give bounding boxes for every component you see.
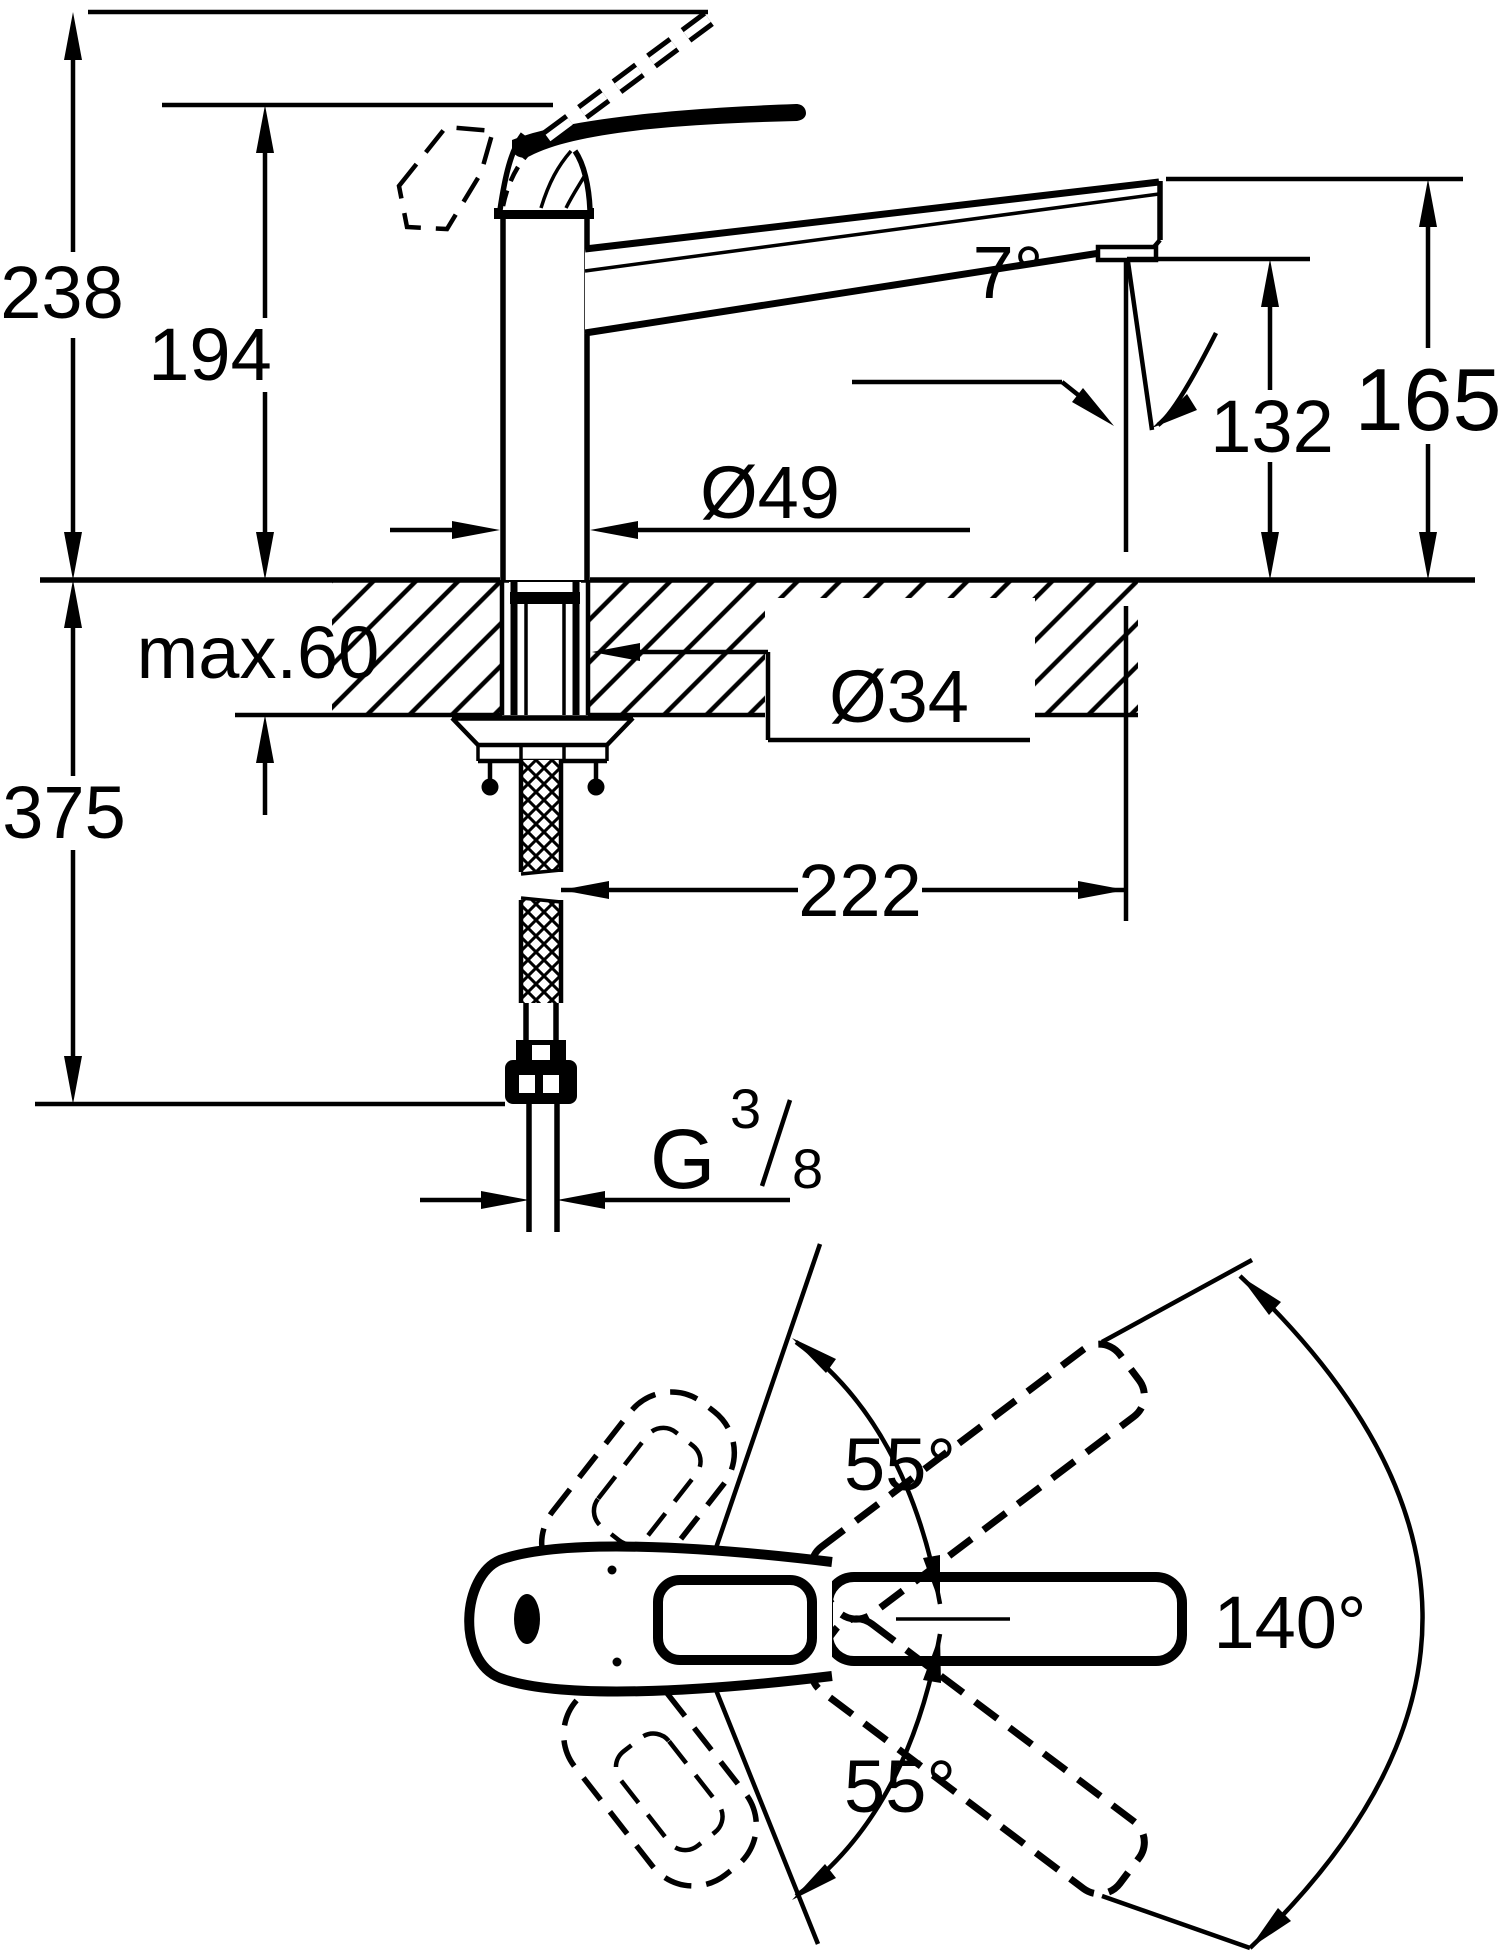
dim-total-height-label: 238 [0, 251, 123, 334]
dim-swivel-lower-label: 55° [844, 1745, 956, 1828]
dim-total-height: 238 [0, 12, 124, 580]
dim-lever-height: 194 [148, 105, 274, 580]
dim-below-counter: 375 [2, 580, 126, 1104]
hatch-clearing-box [765, 598, 1035, 758]
dim-hole-diameter: Ø34 [592, 643, 1030, 743]
dim-below-counter-label: 375 [2, 771, 125, 854]
radial-line-upper-left [713, 1243, 823, 1549]
dim-spout-reach-label: 222 [798, 849, 921, 932]
dim-aerator-height-label: 132 [1210, 385, 1333, 468]
dim-spout-angle-label: 7° [973, 231, 1044, 314]
dim-thread: G 3 8 [420, 1077, 823, 1209]
faucet-body [494, 208, 594, 580]
body-top-band [494, 208, 594, 219]
dim-swivel-total-label: 140° [1213, 1581, 1366, 1664]
dim-thread-g: G [650, 1112, 715, 1206]
radial-line-lower-right [1101, 1893, 1251, 1951]
handle-top-view [464, 1541, 833, 1697]
dim-swivel-lower: 55° [792, 1633, 956, 1900]
dim-thread-denominator: 8 [792, 1137, 823, 1200]
radial-line-upper-right [1100, 1258, 1254, 1344]
lever-solid [512, 104, 806, 158]
dim-aerator-height: 132 [1210, 259, 1334, 580]
lever-raised-dashed [542, 8, 718, 146]
dim-swivel-total: 140° [1213, 1274, 1425, 1950]
dim-swivel-upper: 55° [792, 1338, 956, 1605]
countertop-hatch [332, 580, 1138, 758]
spout [584, 178, 1163, 337]
dim-counter-thickness-label: max.60 [137, 611, 380, 694]
dim-hole-diameter-label: Ø34 [829, 655, 969, 738]
lever-back-dashed-outline [396, 124, 496, 232]
handle [396, 8, 806, 232]
lever-window-top-view [653, 1575, 817, 1665]
dim-spout-height-label: 165 [1355, 350, 1500, 449]
dim-body-diameter-label: Ø49 [700, 451, 840, 534]
mounting-shank [509, 582, 581, 715]
dim-lever-height-label: 194 [148, 313, 271, 396]
hose-nut [505, 1060, 577, 1104]
stream-tilted-line [1125, 261, 1155, 431]
dim-spout-height: 165 [1355, 179, 1500, 580]
lever-pivot-dashed-arc [500, 136, 547, 207]
dim-thread-numerator: 3 [730, 1077, 761, 1140]
dim-spout-angle: 7° [852, 231, 1219, 921]
radial-line-lower-left [713, 1689, 821, 1945]
dim-body-diameter: Ø49 [390, 451, 970, 539]
dim-counter-thickness: max.60 [137, 611, 380, 815]
handle-dome-detail1 [539, 149, 573, 209]
handle-logo-mark [514, 1594, 540, 1644]
dim-spout-reach: 222 [561, 849, 1126, 932]
dim-swivel-upper-label: 55° [844, 1423, 956, 1506]
connection-hose [505, 760, 577, 1232]
top-view: 55° 55° 140° [464, 1243, 1425, 1951]
side-view: 238 194 375 max.60 [0, 8, 1500, 1232]
handle-dome-detail2 [564, 174, 587, 209]
